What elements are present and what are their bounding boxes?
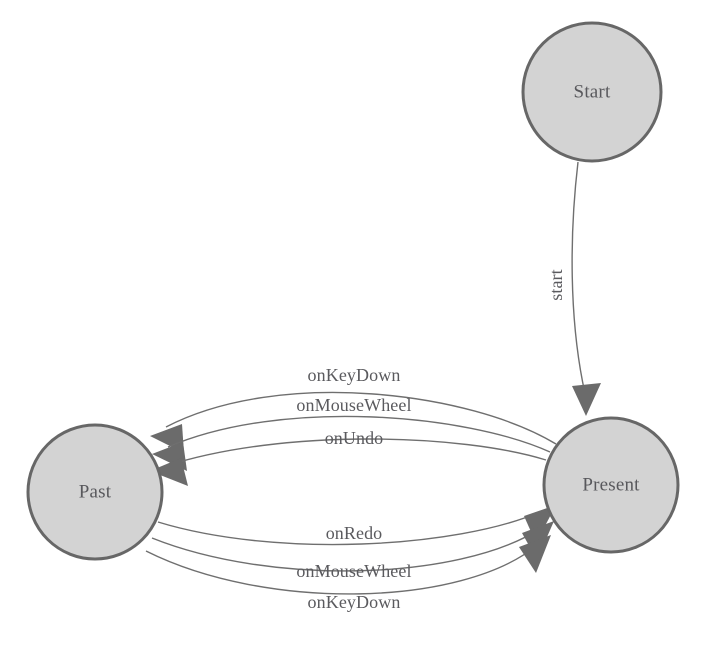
- edge-undo-arrowhead: [150, 458, 188, 486]
- node-start-label: Start: [574, 81, 611, 102]
- edge-mousewheel-undo-label: onMouseWheel: [296, 395, 411, 415]
- edge-start-label: start: [546, 269, 566, 301]
- edge-undo[interactable]: onUndo: [150, 428, 547, 486]
- edge-start-path: [571, 161, 587, 399]
- edge-redo-label: onRedo: [326, 523, 383, 543]
- node-start-circle: [521, 21, 663, 163]
- node-present-circle: [542, 416, 680, 554]
- node-past-label: Past: [79, 481, 112, 502]
- node-start[interactable]: Start: [521, 21, 663, 163]
- node-present-label: Present: [582, 474, 640, 495]
- edge-mousewheel-undo-path: [167, 415, 551, 453]
- node-present[interactable]: Present: [542, 416, 680, 554]
- edge-mousewheel-redo-path: [151, 529, 539, 572]
- edge-redo-path: [157, 511, 541, 546]
- edge-undo-label: onUndo: [325, 428, 384, 448]
- edge-keydown-redo[interactable]: onKeyDown: [145, 535, 551, 612]
- edge-mousewheel-redo-label: onMouseWheel: [296, 561, 411, 581]
- edge-keydown-redo-label: onKeyDown: [308, 592, 401, 612]
- edge-redo[interactable]: onRedo: [157, 505, 556, 546]
- edge-keydown-undo-label: onKeyDown: [308, 365, 401, 385]
- node-past-circle: [26, 423, 164, 561]
- edge-undo-path: [165, 438, 547, 467]
- edge-start[interactable]: start: [546, 161, 601, 416]
- node-past[interactable]: Past: [26, 423, 164, 561]
- edge-keydown-redo-path: [145, 545, 537, 595]
- edge-keydown-redo-arrowhead: [519, 535, 551, 573]
- edge-start-arrowhead: [572, 383, 601, 416]
- edge-keydown-undo-path: [165, 391, 557, 445]
